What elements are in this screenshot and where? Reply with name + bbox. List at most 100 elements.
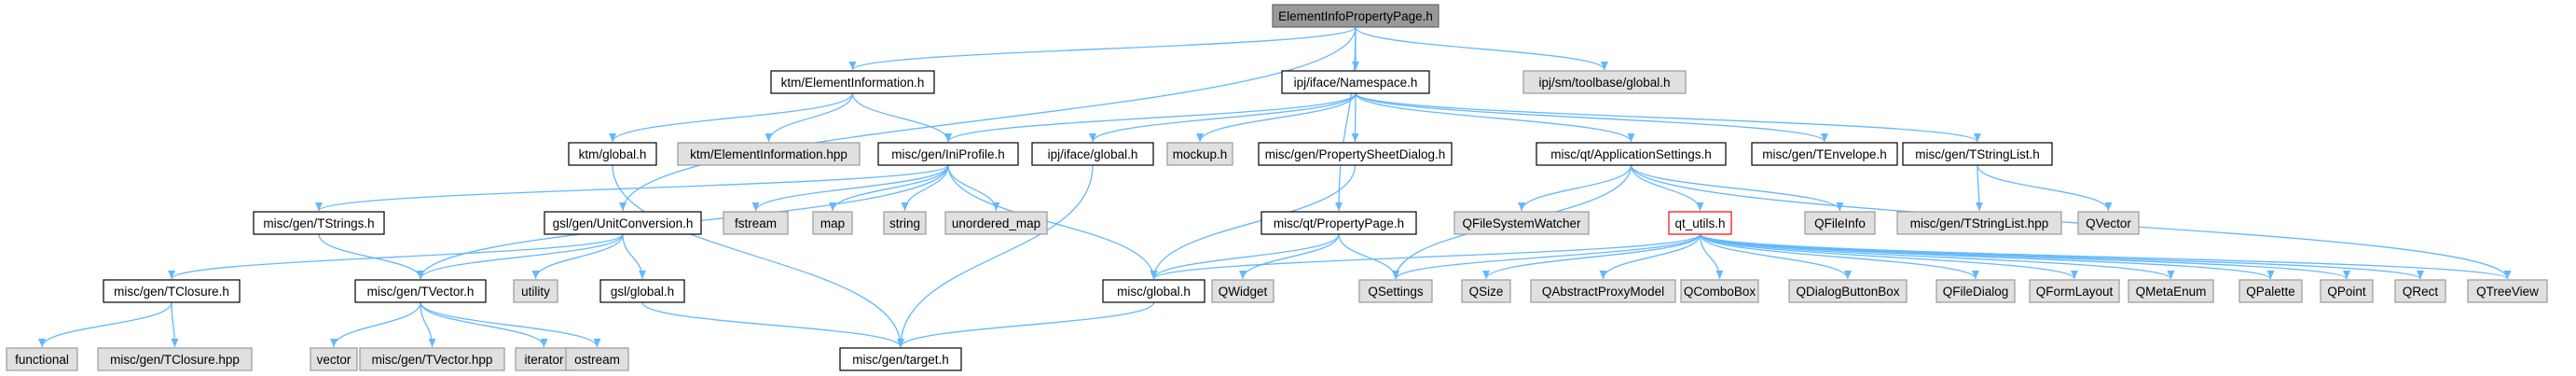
node-QFileInfo: QFileInfo xyxy=(1804,211,1876,235)
edge-qtUtils-to-QFormLayout xyxy=(1699,233,2078,280)
node-miscPropertySheetDialog[interactable]: misc/gen/PropertySheetDialog.h xyxy=(1258,142,1453,166)
edge-gslUnitConversion-to-utility xyxy=(531,233,624,280)
node-miscPropertyPage[interactable]: misc/qt/PropertyPage.h xyxy=(1260,211,1417,235)
edge-miscIniProfile-to-unorderedMap xyxy=(947,164,1000,212)
edge-qtUtils-to-QSize xyxy=(1482,233,1701,280)
node-label: QTreeView xyxy=(2476,285,2539,299)
node-box xyxy=(812,211,853,235)
edge-miscIniProfile-to-string xyxy=(901,164,949,212)
edge-root-to-ipjSmToolbaseGlobal xyxy=(1355,26,1608,71)
node-box xyxy=(515,347,573,371)
edge-miscTVector-to-vector xyxy=(330,301,421,348)
node-miscTEnvelope[interactable]: misc/gen/TEnvelope.h xyxy=(1751,142,1898,166)
edges-layer xyxy=(38,26,2512,348)
node-miscApplicationSettings[interactable]: misc/qt/ApplicationSettings.h xyxy=(1536,142,1727,166)
node-box xyxy=(2239,279,2303,303)
node-box xyxy=(1453,211,1590,235)
edge-ipjNamespace-to-ipjIfaceGlobal xyxy=(1089,92,1357,143)
node-label: misc/gen/TClosure.h xyxy=(114,285,229,299)
node-QRect: QRect xyxy=(2394,279,2446,303)
node-label: misc/gen/IniProfile.h xyxy=(891,147,1005,161)
node-label: misc/gen/TStringList.h xyxy=(1915,147,2040,161)
edge-qtUtils-to-QMetaEnum xyxy=(1699,233,2175,280)
node-label: misc/gen/TClosure.hpp xyxy=(110,353,240,367)
node-ostream: ostream xyxy=(565,347,629,371)
node-label: misc/gen/TVector.hpp xyxy=(372,353,493,367)
edge-miscTVector-to-miscTVectorHpp xyxy=(420,301,436,348)
node-label: QFileInfo xyxy=(1814,216,1866,230)
edge-qtUtils-to-QAbstractProxyModel xyxy=(1599,233,1701,280)
node-box xyxy=(877,142,1019,166)
node-label: functional xyxy=(15,353,69,367)
node-label: vector xyxy=(317,353,351,367)
node-box xyxy=(544,211,702,235)
node-miscIniProfile[interactable]: misc/gen/IniProfile.h xyxy=(877,142,1019,166)
edge-miscIniProfile-to-fstream xyxy=(751,164,949,212)
edge-miscTStringList-to-QVector xyxy=(1977,164,2113,212)
edge-qtUtils-to-QDialogButtonBox xyxy=(1699,233,1852,280)
node-box xyxy=(1272,4,1440,28)
node-box xyxy=(839,347,962,371)
edge-qtUtils-to-QPalette xyxy=(1699,233,2275,280)
node-label: QMetaEnum xyxy=(2136,285,2207,299)
node-ipjIfaceGlobal[interactable]: ipj/iface/global.h xyxy=(1031,142,1154,166)
node-label: gsl/global.h xyxy=(611,285,674,299)
node-qtUtils[interactable]: qt_utils.h xyxy=(1668,211,1732,235)
node-box xyxy=(2029,279,2120,303)
node-label: ostream xyxy=(574,353,620,367)
node-vector: vector xyxy=(310,347,358,371)
node-gslUnitConversion[interactable]: gsl/gen/UnitConversion.h xyxy=(544,211,702,235)
node-QVector: QVector xyxy=(2077,211,2140,235)
edge-miscTStrings-to-miscTVector xyxy=(318,233,424,280)
node-miscTClosure[interactable]: misc/gen/TClosure.h xyxy=(103,279,241,303)
edge-root-to-gslUnitConversion xyxy=(619,26,1357,212)
node-root[interactable]: ElementInfoPropertyPage.h xyxy=(1272,4,1440,28)
edge-gslUnitConversion-to-miscTVector xyxy=(417,233,624,280)
node-ipjNamespace[interactable]: ipj/iface/Namespace.h xyxy=(1281,70,1430,94)
node-label: misc/gen/target.h xyxy=(852,353,949,367)
node-ktmGlobal[interactable]: ktm/global.h xyxy=(568,142,657,166)
edge-miscApplicationSettings-to-QTreeView xyxy=(1630,164,2512,280)
node-label: fstream xyxy=(735,216,777,230)
node-label: string xyxy=(889,216,920,230)
node-QFileDialog: QFileDialog xyxy=(1935,279,2016,303)
node-ktmElementInformation[interactable]: ktm/ElementInformation.h xyxy=(770,70,935,94)
edge-qtUtils-to-miscGlobal xyxy=(1150,233,1701,280)
edge-miscTVector-to-ostream xyxy=(420,301,601,348)
edge-miscPropertyPage-to-QWidget xyxy=(1239,233,1340,280)
edge-miscGlobal-to-miscTarget xyxy=(897,301,1155,348)
node-label: QRect xyxy=(2403,285,2439,299)
node-miscTarget[interactable]: misc/gen/target.h xyxy=(839,347,962,371)
edge-miscIniProfile-to-miscTStrings xyxy=(315,164,949,212)
node-box xyxy=(97,347,253,371)
node-label: misc/gen/TVector.h xyxy=(367,285,475,299)
node-label: ipj/iface/Namespace.h xyxy=(1294,76,1418,90)
node-QWidget: QWidget xyxy=(1211,279,1274,303)
node-label: misc/gen/TEnvelope.h xyxy=(1762,147,1887,161)
node-label: QSettings xyxy=(1368,285,1424,299)
node-miscGlobal[interactable]: misc/global.h xyxy=(1102,279,1205,303)
edge-qtUtils-to-QFileDialog xyxy=(1699,233,1979,280)
edge-miscApplicationSettings-to-QFileSystemWatcher xyxy=(1518,164,1632,212)
edge-qtUtils-to-QTreeView xyxy=(1699,233,2512,280)
node-box xyxy=(1896,211,2062,235)
node-label: ipj/sm/toolbase/global.h xyxy=(1538,76,1670,90)
nodes-layer: ElementInfoPropertyPage.h ktm/ElementInfo… xyxy=(6,4,2548,371)
node-box xyxy=(599,279,685,303)
node-label: QPalette xyxy=(2246,285,2295,299)
node-miscTVector[interactable]: misc/gen/TVector.h xyxy=(354,279,487,303)
node-box xyxy=(1788,279,1908,303)
node-unorderedMap: unordered_map xyxy=(944,211,1048,235)
node-QMetaEnum: QMetaEnum xyxy=(2128,279,2214,303)
node-label: gsl/gen/UnitConversion.h xyxy=(553,216,694,230)
node-label: misc/qt/ApplicationSettings.h xyxy=(1550,147,1712,161)
node-box xyxy=(565,347,629,371)
node-miscTStringList[interactable]: misc/gen/TStringList.h xyxy=(1902,142,2053,166)
node-QFormLayout: QFormLayout xyxy=(2029,279,2120,303)
edge-miscPropertyPage-to-miscGlobal xyxy=(1150,233,1340,280)
node-miscTStrings[interactable]: misc/gen/TStrings.h xyxy=(253,211,385,235)
node-gslGlobal[interactable]: gsl/global.h xyxy=(599,279,685,303)
node-QTreeView: QTreeView xyxy=(2467,279,2548,303)
node-box xyxy=(513,279,558,303)
